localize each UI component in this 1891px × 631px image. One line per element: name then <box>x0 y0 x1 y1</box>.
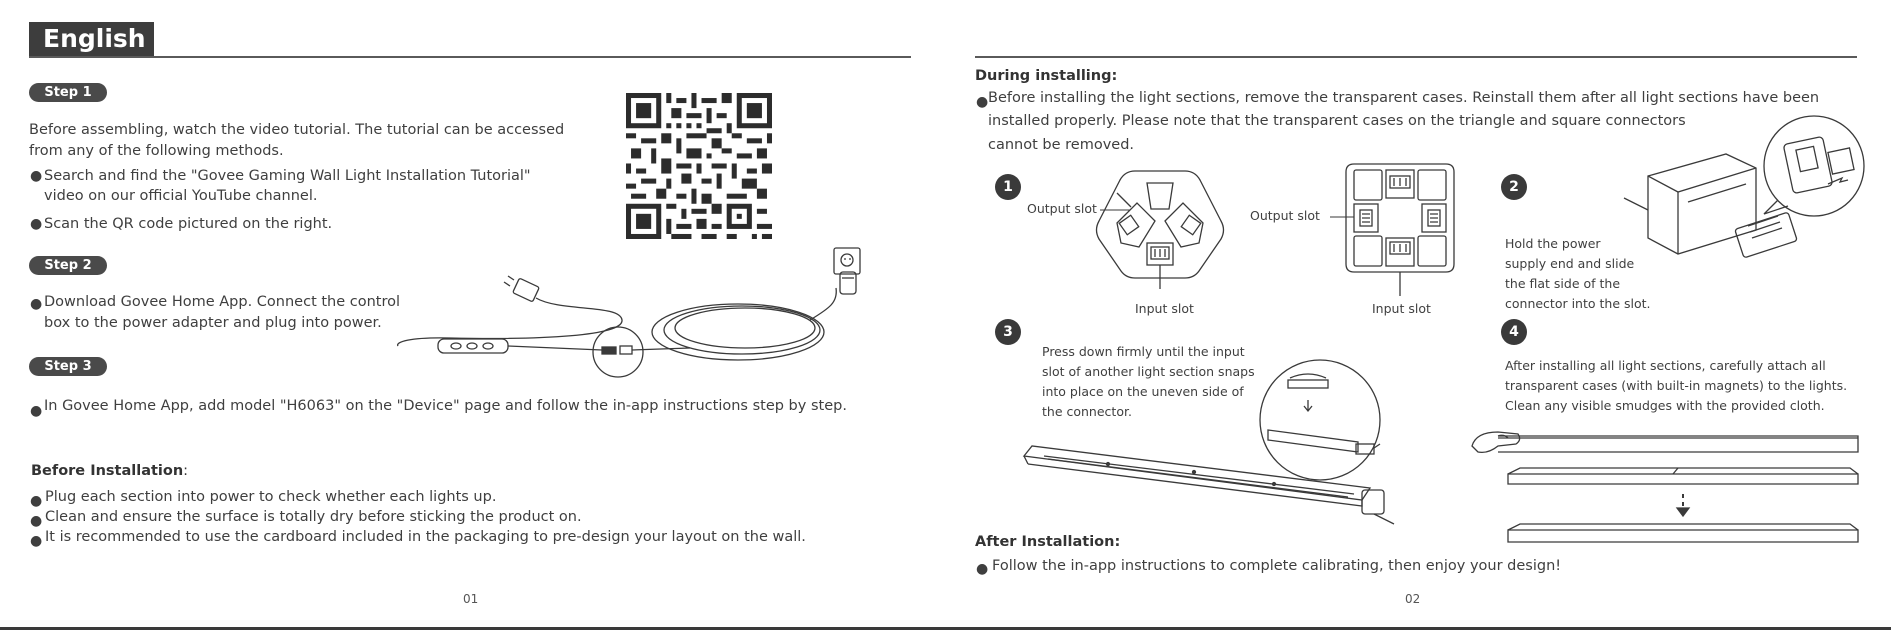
page-number-left: 01 <box>463 592 479 606</box>
step1-label: Step 1 <box>29 83 107 102</box>
step1-intro-line1: Before assembling, watch the video tutor… <box>29 122 565 138</box>
power-adapter-icon <box>503 275 540 302</box>
step1-bullet1-line2: video on our official YouTube channel. <box>44 188 318 204</box>
diagram3-line3: into place on the uneven side of <box>1042 384 1244 399</box>
step1-bullet2: Scan the QR code pictured on the right. <box>44 216 333 232</box>
leader-line <box>1330 216 1354 218</box>
square-input-label: Input slot <box>1372 301 1431 316</box>
diagram3-number: 3 <box>995 319 1021 345</box>
step2-label: Step 2 <box>29 256 107 275</box>
step3-bullet: In Govee Home App, add model "H6063" on … <box>44 398 847 414</box>
triangle-output-label: Output slot <box>1027 201 1097 216</box>
hand-icon <box>1471 431 1521 454</box>
after-installation-bullet: Follow the in-app instructions to comple… <box>992 558 1562 574</box>
diagram2-number: 2 <box>1501 174 1527 200</box>
control-box-icon <box>437 338 509 354</box>
bullet-dot: ● <box>976 561 989 577</box>
qr-code-icon[interactable] <box>626 92 772 240</box>
step1-intro-line2: from any of the following methods. <box>29 143 284 159</box>
step1-bullet1-line1: Search and find the "Govee Gaming Wall L… <box>44 168 531 184</box>
diagram4-number: 4 <box>1501 319 1527 345</box>
square-connector-illustration <box>1345 163 1455 296</box>
before-installation-title: Before Installation <box>31 463 184 479</box>
bullet-dot: ● <box>30 296 43 312</box>
language-heading: English <box>29 22 154 56</box>
diagram2-line3: the flat side of the <box>1505 276 1621 291</box>
bullet-dot: ● <box>30 168 43 184</box>
during-line3: cannot be removed. <box>988 137 1135 153</box>
diagram2-line1: Hold the power <box>1505 236 1601 251</box>
before-item-2: Clean and ensure the surface is totally … <box>45 509 582 525</box>
step2-bullet-line2: box to the power adapter and plug into p… <box>44 315 382 331</box>
bullet-dot: ● <box>30 533 43 549</box>
diagram4-line2: transparent cases (with built-in magnets… <box>1505 378 1848 393</box>
light-section-snap-illustration <box>1022 359 1395 525</box>
during-line2: installed properly. Please note that the… <box>988 113 1686 129</box>
bullet-dot: ● <box>976 94 989 110</box>
bottom-border <box>0 627 1891 630</box>
header-divider-left <box>29 56 911 58</box>
during-installing-heading: During installing: <box>975 68 1118 84</box>
diagram4-line1: After installing all light sections, car… <box>1505 358 1826 373</box>
triangle-input-label: Input slot <box>1135 301 1194 316</box>
before-item-3: It is recommended to use the cardboard i… <box>45 529 806 545</box>
diagram3-line2: slot of another light section snaps <box>1042 364 1255 379</box>
after-installation-heading: After Installation: <box>975 534 1121 550</box>
diagram3-line1: Press down firmly until the input <box>1042 344 1245 359</box>
diagram2-line4: connector into the slot. <box>1505 296 1651 311</box>
bullet-dot: ● <box>30 513 43 529</box>
during-line1: Before installing the light sections, re… <box>988 90 1820 106</box>
bullet-dot: ● <box>30 403 43 419</box>
step2-bullet-line1: Download Govee Home App. Connect the con… <box>44 294 401 310</box>
connector-slide-illustration <box>1623 115 1865 258</box>
before-installation-heading: Before Installation: <box>31 461 188 482</box>
diagram2-line2: supply end and slide <box>1505 256 1635 271</box>
step3-label: Step 3 <box>29 357 107 376</box>
wall-outlet-icon <box>833 247 861 295</box>
bullet-dot: ● <box>30 216 43 232</box>
leader-line <box>1100 209 1130 211</box>
bullet-dot: ● <box>30 493 43 509</box>
diagram4-line3: Clean any visible smudges with the provi… <box>1505 398 1825 413</box>
arrow-down-icon <box>1675 494 1691 518</box>
header-divider-right <box>975 56 1857 58</box>
before-item-1: Plug each section into power to check wh… <box>45 489 497 505</box>
power-setup-illustration <box>397 247 861 378</box>
diagram3-line4: the connector. <box>1042 404 1132 419</box>
diagram1-number: 1 <box>995 174 1021 200</box>
triangle-connector-illustration <box>1095 170 1225 289</box>
page-number-right: 02 <box>1405 592 1421 606</box>
square-output-label: Output slot <box>1250 208 1320 223</box>
before-installation-colon: : <box>183 463 189 479</box>
case-attach-illustration <box>1471 431 1859 543</box>
